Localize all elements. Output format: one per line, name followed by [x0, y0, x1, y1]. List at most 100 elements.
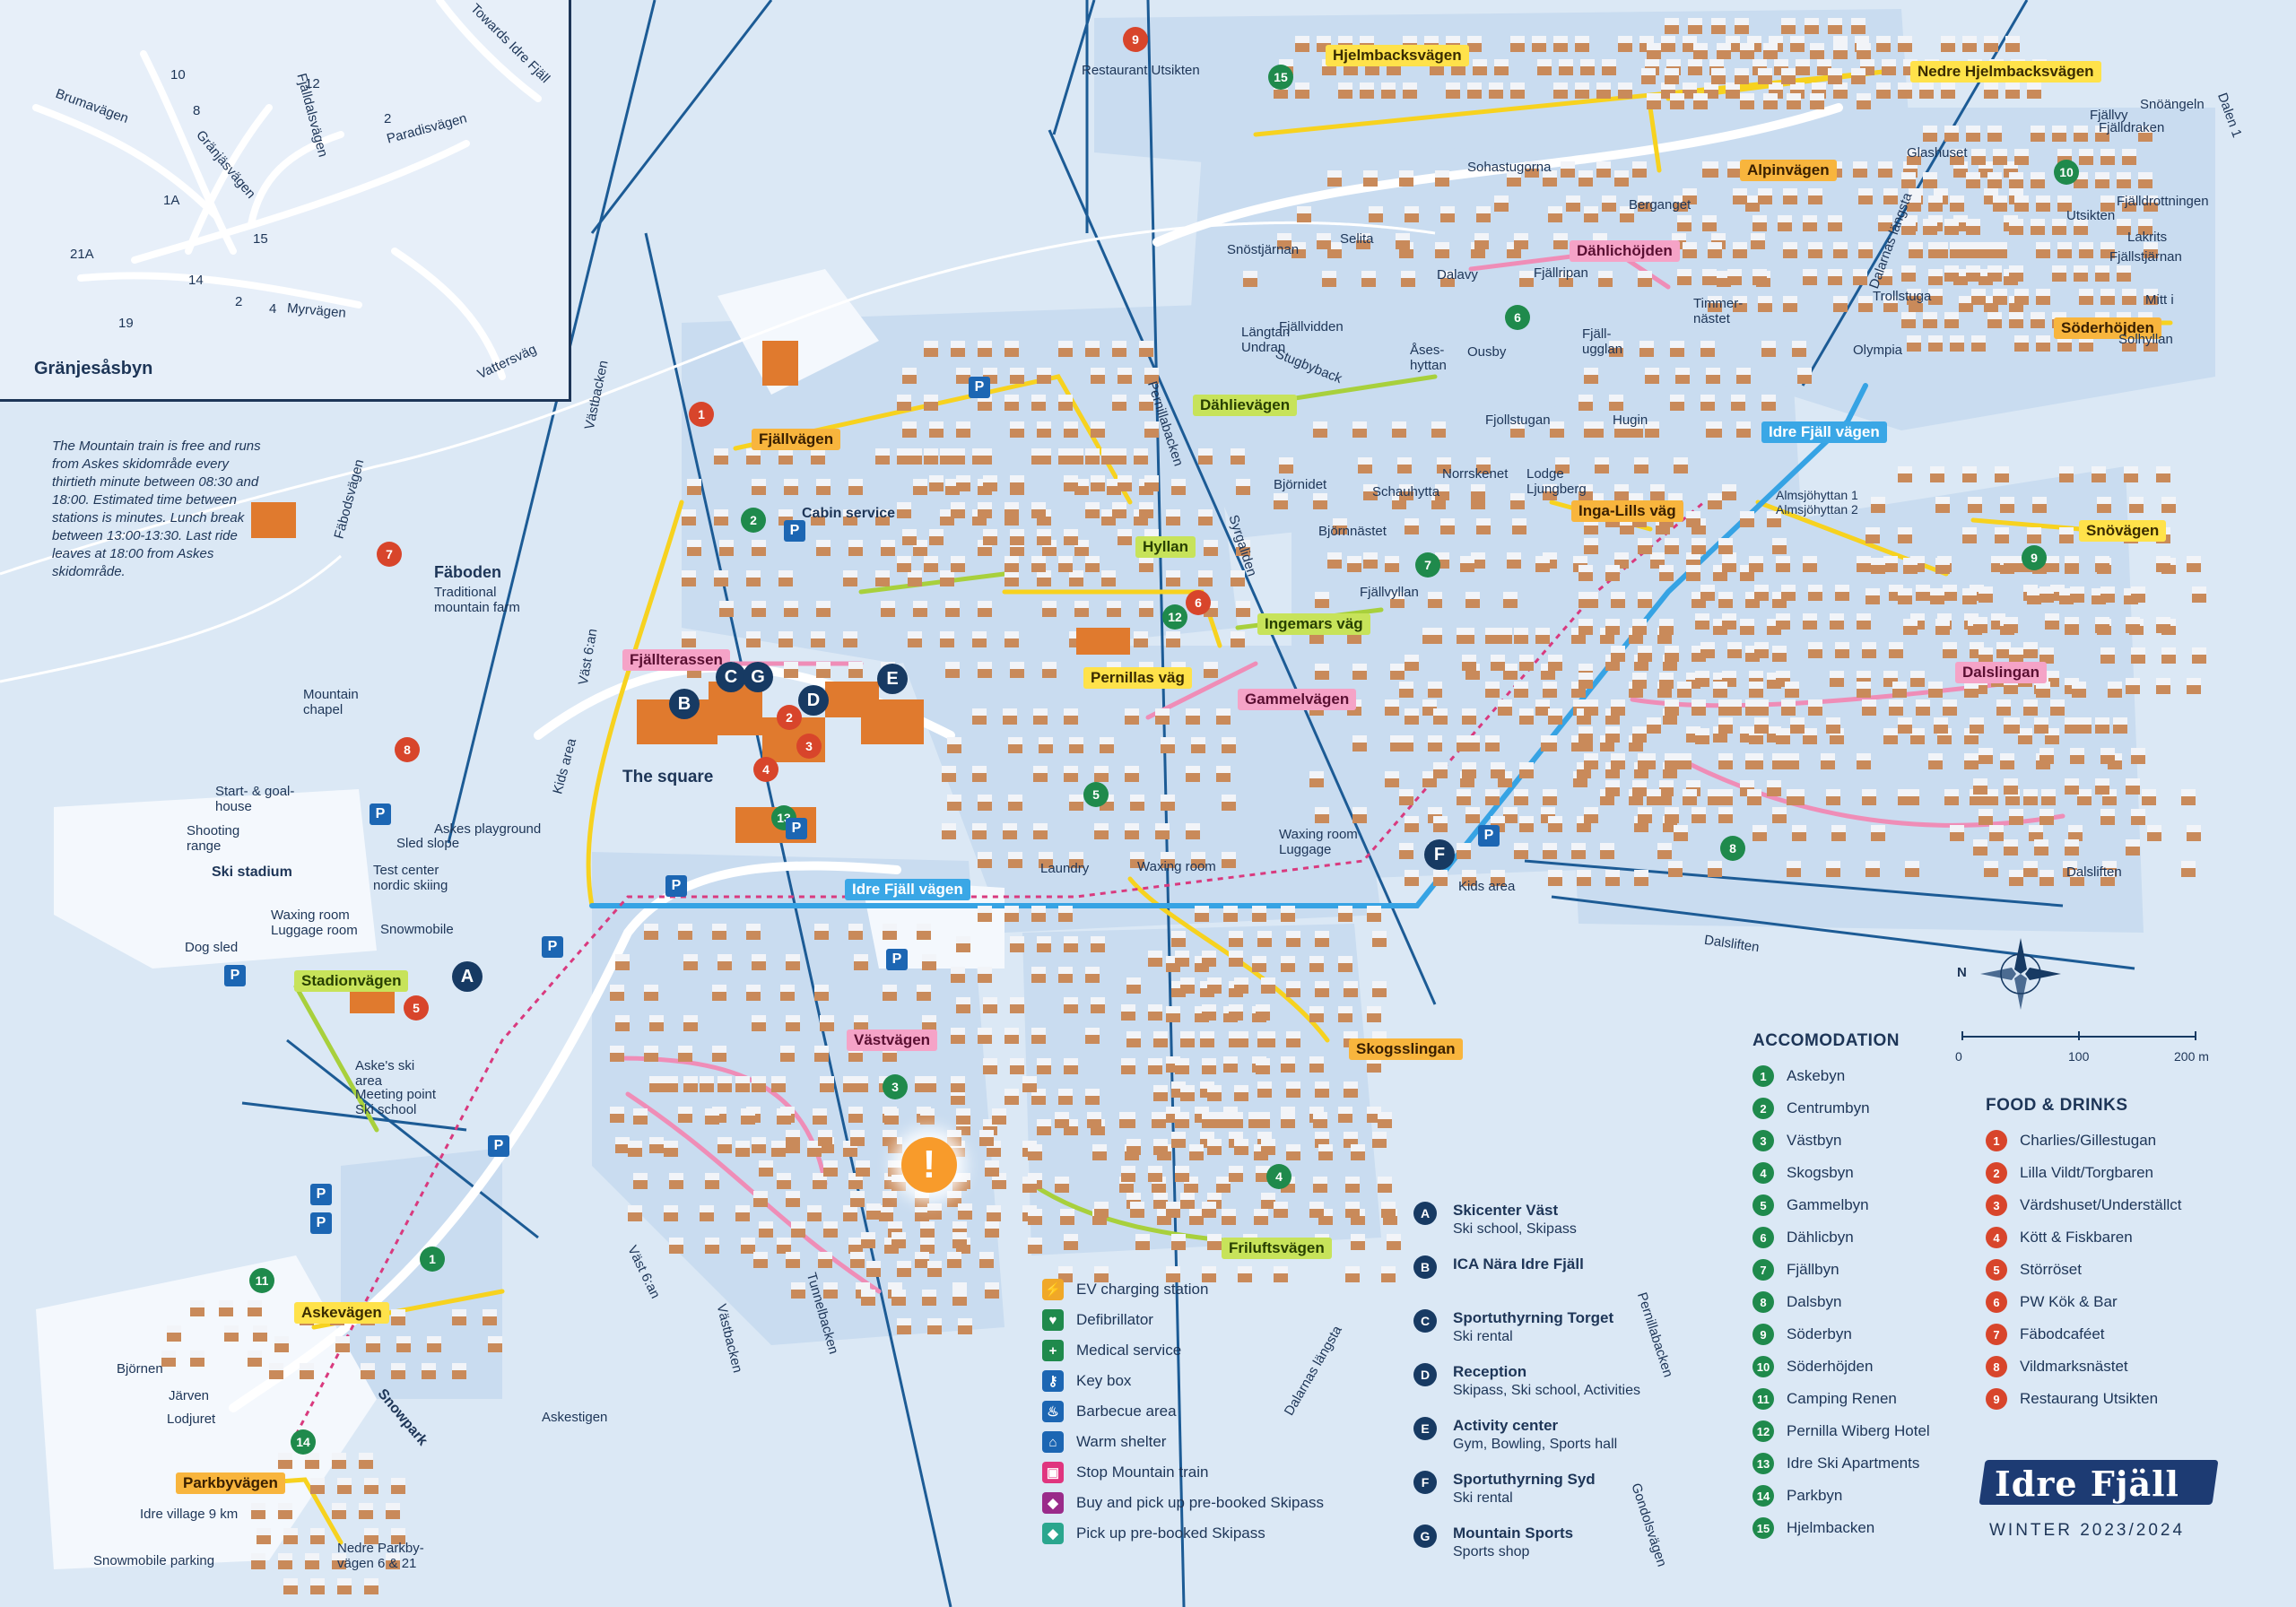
- parking-icon: P: [1478, 825, 1500, 847]
- facility-marker-a[interactable]: A: [452, 961, 483, 992]
- food-marker-9[interactable]: 9: [1123, 27, 1148, 52]
- food-item: 5 Störröset: [1986, 1257, 2082, 1282]
- accommodation-marker-9[interactable]: 9: [2022, 545, 2047, 570]
- label-almsjohyttan: Almsjöhyttan 1 Almsjöhyttan 2: [1776, 488, 1858, 517]
- label-solhyllan: Solhyllan: [2118, 332, 2173, 347]
- label-fjallvyllan: Fjällvyllan: [1360, 585, 1419, 600]
- accommodation-label: Hjelmbacken: [1787, 1519, 1875, 1536]
- accommodation-badge: 3: [1752, 1130, 1774, 1151]
- accommodation-badge: 6: [1752, 1227, 1774, 1248]
- inset-number: 19: [118, 316, 134, 331]
- food-marker-1[interactable]: 1: [689, 402, 714, 427]
- food-label: Störröset: [2020, 1261, 2082, 1278]
- accommodation-label: Söderbyn: [1787, 1325, 1852, 1342]
- label-laundry: Laundry: [1040, 861, 1090, 876]
- food-badge: 5: [1986, 1259, 2007, 1281]
- label-nedre-parkby: Nedre Parkby-vägen 6 & 21: [337, 1541, 424, 1571]
- accommodation-marker-8[interactable]: 8: [1720, 836, 1745, 861]
- accommodation-label: Gammelbyn: [1787, 1196, 1869, 1213]
- road-alpinvagen: Alpinvägen: [1740, 160, 1837, 181]
- accommodation-marker-1[interactable]: 1: [420, 1247, 445, 1272]
- accommodation-marker-2[interactable]: 2: [741, 508, 766, 533]
- accommodation-label: Söderhöjden: [1787, 1358, 1874, 1375]
- service-item: ⚷Key box: [1042, 1368, 1131, 1394]
- food-marker-3[interactable]: 3: [796, 734, 822, 759]
- service-item: ◆Buy and pick up pre-booked Skipass: [1042, 1490, 1324, 1516]
- label-timmernastet: Timmer-nästet: [1693, 296, 1744, 326]
- service-label: Defibrillator: [1076, 1311, 1153, 1328]
- road-fjallterassen: Fjällterassen: [622, 649, 730, 671]
- accommodation-label: Skogsbyn: [1787, 1164, 1854, 1181]
- service-label: EV charging station: [1076, 1281, 1209, 1298]
- inset-number: 15: [253, 231, 268, 247]
- label-utsikten-small: Utsikten: [2066, 208, 2116, 223]
- inset-number: 2: [235, 294, 243, 309]
- food-marker-7[interactable]: 7: [377, 542, 402, 567]
- facility-marker-c[interactable]: C: [716, 662, 746, 692]
- food-marker-6[interactable]: 6: [1186, 590, 1211, 615]
- accommodation-badge: 15: [1752, 1517, 1774, 1539]
- label-lakrits: Lakrits: [2127, 230, 2168, 245]
- accommodation-marker-5[interactable]: 5: [1083, 782, 1109, 807]
- road-hyllan: Hyllan: [1135, 536, 1196, 558]
- facility-marker-d[interactable]: D: [798, 685, 829, 716]
- food-marker-8[interactable]: 8: [395, 737, 420, 762]
- food-marker-4[interactable]: 4: [753, 757, 778, 782]
- accommodation-marker-15[interactable]: 15: [1268, 65, 1293, 90]
- parking-icon: P: [310, 1212, 332, 1234]
- facility-marker-e[interactable]: E: [877, 664, 908, 694]
- facility-sub: Gym, Bowling, Sports hall: [1453, 1437, 1618, 1452]
- accommodation-badge: 2: [1752, 1098, 1774, 1119]
- food-marker-2[interactable]: 2: [777, 705, 802, 730]
- service-item: ▣Stop Mountain train: [1042, 1460, 1208, 1485]
- accommodation-marker-10[interactable]: 10: [2054, 160, 2079, 185]
- accommodation-marker-12[interactable]: 12: [1162, 604, 1187, 630]
- warm-shelter-icon: ⌂: [1042, 1431, 1064, 1453]
- label-snostjarnan: Snöstjärnan: [1227, 242, 1300, 257]
- food-marker-5[interactable]: 5: [404, 995, 429, 1021]
- inset-number: 21A: [70, 247, 94, 262]
- parking-icon: P: [786, 818, 807, 839]
- accommodation-badge: 9: [1752, 1324, 1774, 1345]
- brand-name: Idre Fjäll: [1995, 1464, 2179, 1504]
- parking-icon: P: [542, 936, 563, 958]
- facility-sub: Ski school, Skipass: [1453, 1221, 1577, 1237]
- label-fjallripan: Fjällripan: [1534, 265, 1588, 281]
- accommodation-marker-6[interactable]: 6: [1505, 305, 1530, 330]
- label-bjornidet: Björnidet: [1274, 477, 1327, 492]
- food-badge: 4: [1986, 1227, 2007, 1248]
- road-pernillas-vag: Pernillas väg: [1083, 667, 1192, 689]
- label-dalsliften-2: Dalsliften: [2066, 864, 2122, 880]
- accommodation-marker-14[interactable]: 14: [291, 1429, 316, 1455]
- inset-number: 2: [384, 111, 392, 126]
- accommodation-marker-3[interactable]: 3: [883, 1074, 908, 1099]
- facility-marker-f[interactable]: F: [1424, 839, 1455, 870]
- brand-season: WINTER 2023/2024: [1989, 1521, 2186, 1540]
- parking-icon: P: [886, 949, 908, 970]
- accommodation-marker-4[interactable]: 4: [1266, 1164, 1292, 1189]
- accommodation-marker-7[interactable]: 7: [1415, 552, 1440, 578]
- label-fjallugglan: Fjäll-ugglan: [1582, 326, 1623, 357]
- facility-title: Mountain Sports: [1453, 1524, 1574, 1542]
- road-skogsslingan: Skogsslingan: [1349, 1038, 1463, 1060]
- road-askevagen: Askevägen: [294, 1302, 389, 1324]
- accommodation-marker-11[interactable]: 11: [249, 1268, 274, 1293]
- label-fjallstjarnan: Fjällstjärnan: [2109, 249, 2182, 265]
- label-mitt-i: Mitt i: [2145, 292, 2174, 308]
- label-mountain-chapel: Mountain chapel: [303, 687, 359, 717]
- warning-icon[interactable]: !: [901, 1137, 957, 1193]
- label-start-goal-house: Start- & goal- house: [215, 784, 295, 814]
- facility-marker-b[interactable]: B: [669, 689, 700, 719]
- facility-marker-g[interactable]: G: [743, 662, 773, 692]
